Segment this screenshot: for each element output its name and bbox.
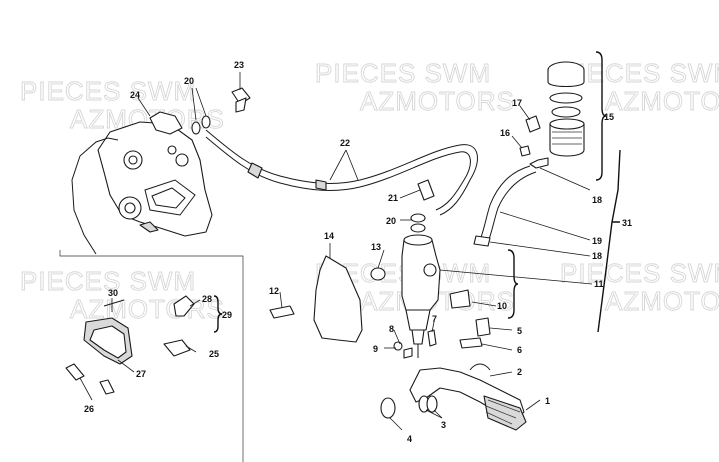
callout-9: 9 — [373, 344, 378, 354]
pad-retaining-clips — [163, 295, 195, 357]
watermark-text: AZMOTORS — [605, 86, 719, 116]
pedal-pivot-parts — [449, 289, 491, 349]
callout-10: 10 — [497, 301, 507, 311]
callout-13: 13 — [371, 242, 381, 252]
callout-18b: 18 — [592, 251, 602, 261]
inset-frame — [59, 250, 244, 462]
callout-20a: 20 — [184, 76, 194, 86]
callout-15: 15 — [604, 112, 614, 122]
callout-8: 8 — [389, 324, 394, 334]
callout-30: 30 — [108, 288, 118, 298]
callout-19: 19 — [592, 236, 602, 246]
brace-31 — [597, 149, 621, 333]
callout-14: 14 — [324, 231, 334, 241]
callout-23: 23 — [234, 60, 244, 70]
reservoir-feed-hose — [473, 165, 537, 247]
brake-hose — [205, 129, 478, 216]
callout-6: 6 — [517, 345, 522, 355]
callout-28: 28 — [202, 294, 212, 304]
banjo-bolt-and-washers — [191, 87, 251, 135]
watermark-text: PIECES SWM — [20, 266, 196, 296]
callout-16: 16 — [500, 128, 510, 138]
group-braces — [213, 51, 621, 333]
master-cylinder-guard — [269, 255, 386, 343]
callout-labels: 1 2 3 4 5 6 7 8 9 10 11 12 13 14 15 16 1… — [84, 60, 632, 444]
callout-2: 2 — [517, 367, 522, 377]
leader-lines — [79, 72, 593, 431]
brake-pads — [83, 317, 133, 365]
brake-pedal — [380, 363, 527, 431]
callout-12: 12 — [269, 286, 279, 296]
watermark-text: AZMOTORS — [360, 86, 515, 116]
banjo-fitting — [410, 179, 435, 233]
callout-31: 31 — [622, 218, 632, 228]
master-cylinder — [401, 234, 441, 358]
brace-15 — [595, 51, 607, 181]
callout-20b: 20 — [386, 216, 396, 226]
callout-11: 11 — [594, 279, 604, 289]
brake-fluid-reservoir — [529, 61, 585, 169]
callout-17: 17 — [512, 98, 522, 108]
callout-29: 29 — [222, 310, 232, 320]
callout-26: 26 — [84, 404, 94, 414]
callout-24: 24 — [130, 90, 140, 100]
callout-5: 5 — [517, 326, 522, 336]
watermark-text: AZMOTORS — [70, 294, 225, 324]
callout-27: 27 — [136, 369, 146, 379]
callout-18a: 18 — [592, 195, 602, 205]
reservoir-clip-and-screw — [519, 115, 541, 157]
watermark-text: AZMOTORS — [605, 286, 719, 316]
callout-7: 7 — [432, 314, 437, 324]
watermark-text: PIECES SWM — [560, 58, 719, 88]
callout-4: 4 — [407, 434, 412, 444]
callout-3: 3 — [441, 420, 446, 430]
callout-21: 21 — [388, 193, 398, 203]
callout-22: 22 — [340, 138, 350, 148]
pad-pins — [65, 299, 125, 395]
callout-25: 25 — [209, 349, 219, 359]
callout-1: 1 — [545, 396, 550, 406]
brace-29 — [213, 295, 223, 333]
watermark-text: PIECES SWM — [315, 58, 491, 88]
watermark-text: PIECES SWM — [20, 76, 196, 106]
brace-11 — [507, 249, 519, 319]
brake-caliper — [71, 111, 213, 255]
